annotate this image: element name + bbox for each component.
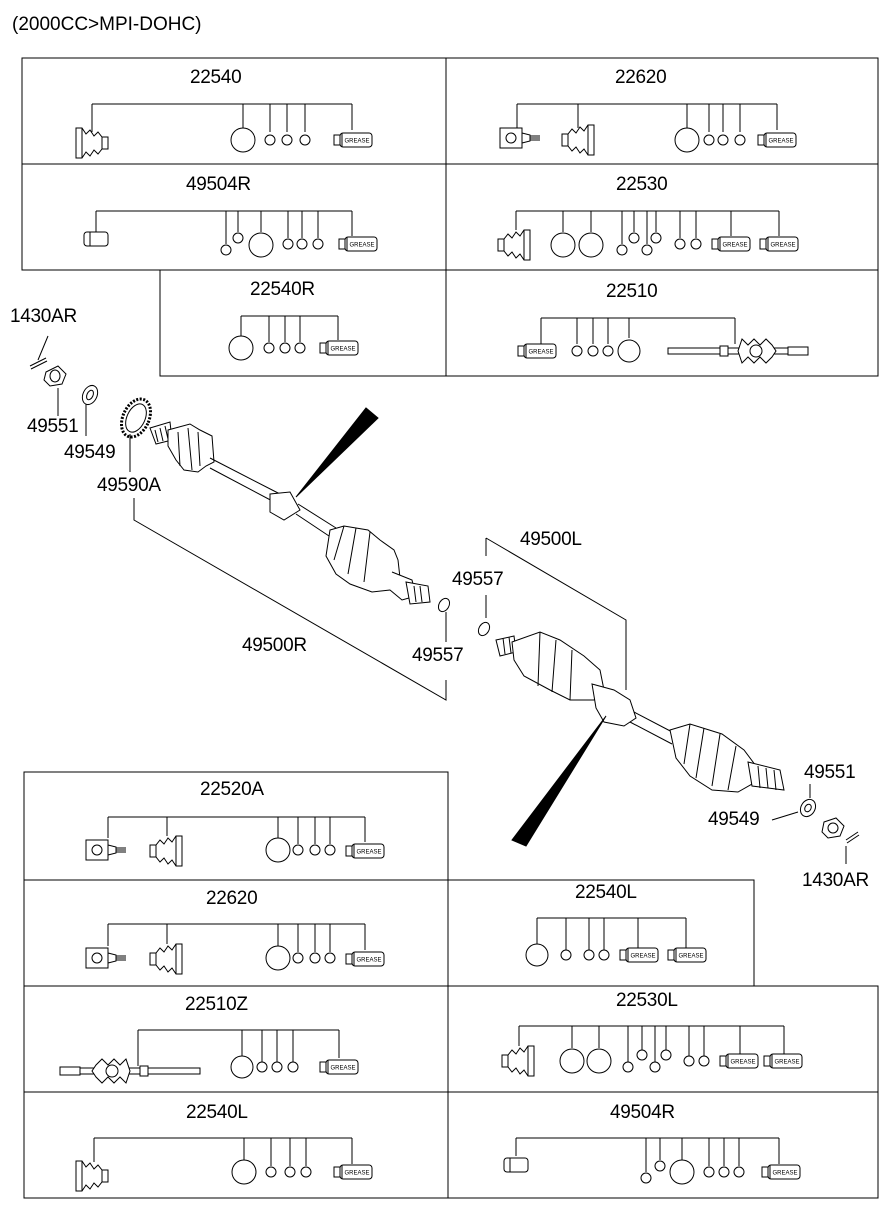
callout-49549-left[interactable]: 49549 bbox=[64, 442, 116, 463]
callout-49557-lower[interactable]: 49557 bbox=[412, 645, 464, 666]
kit-label-22620-bottom[interactable]: 22620 bbox=[206, 888, 258, 909]
kit-label-22530[interactable]: 22530 bbox=[616, 174, 668, 195]
diagram-header: (2000CC>MPI-DOHC) bbox=[12, 14, 202, 35]
callout-49590A[interactable]: 49590A bbox=[97, 475, 161, 496]
kit-22620-top-parts bbox=[499, 103, 797, 156]
callout-49500L[interactable]: 49500L bbox=[520, 529, 582, 550]
kit-label-49504R-bottom[interactable]: 49504R bbox=[610, 1102, 675, 1123]
kit-label-22620-top[interactable]: 22620 bbox=[615, 67, 667, 88]
kit-22510-parts bbox=[517, 317, 809, 364]
callout-49551-left[interactable]: 49551 bbox=[27, 416, 79, 437]
callout-1430AR-left[interactable]: 1430AR bbox=[10, 306, 77, 327]
kit-label-22540L-mid[interactable]: 22540L bbox=[575, 882, 637, 903]
kit-22510Z-parts bbox=[59, 1029, 359, 1084]
kit-22540R-parts bbox=[228, 315, 359, 361]
kit-49504R-top-parts bbox=[83, 210, 378, 258]
left-drive-shaft-assembly bbox=[29, 357, 451, 613]
kit-label-22520A[interactable]: 22520A bbox=[200, 779, 264, 800]
callout-leader-lines bbox=[37, 335, 847, 864]
callout-49551-right[interactable]: 49551 bbox=[804, 762, 856, 783]
kit-22620-bottom-parts bbox=[85, 923, 385, 975]
kit-label-22540-top[interactable]: 22540 bbox=[190, 67, 242, 88]
kit-22530L-parts bbox=[501, 1025, 803, 1077]
callout-49557-upper[interactable]: 49557 bbox=[452, 569, 504, 590]
callout-49500R[interactable]: 49500R bbox=[242, 635, 307, 656]
kit-22540-top-parts bbox=[75, 103, 373, 159]
kit-label-22540L-bottom[interactable]: 22540L bbox=[186, 1102, 248, 1123]
callout-1430AR-right[interactable]: 1430AR bbox=[802, 870, 869, 891]
kit-label-49504R-top[interactable]: 49504R bbox=[186, 174, 251, 195]
callout-49549-right[interactable]: 49549 bbox=[708, 809, 760, 830]
kit-22540L-bottom-parts bbox=[75, 1137, 373, 1192]
kit-22530-parts bbox=[497, 210, 799, 261]
kit-label-22530L[interactable]: 22530L bbox=[616, 990, 678, 1011]
kit-box-grid-top bbox=[21, 57, 879, 377]
kit-label-22510Z[interactable]: 22510Z bbox=[185, 994, 248, 1015]
kit-label-22510[interactable]: 22510 bbox=[606, 281, 658, 302]
kit-49504R-bottom-parts bbox=[503, 1137, 801, 1185]
right-drive-shaft-assembly bbox=[477, 621, 860, 847]
kit-label-22540R[interactable]: 22540R bbox=[250, 279, 315, 300]
kit-22540L-mid-parts bbox=[525, 917, 707, 967]
kit-box-grid-bottom bbox=[23, 771, 879, 1199]
kit-22520A-parts bbox=[85, 816, 385, 867]
